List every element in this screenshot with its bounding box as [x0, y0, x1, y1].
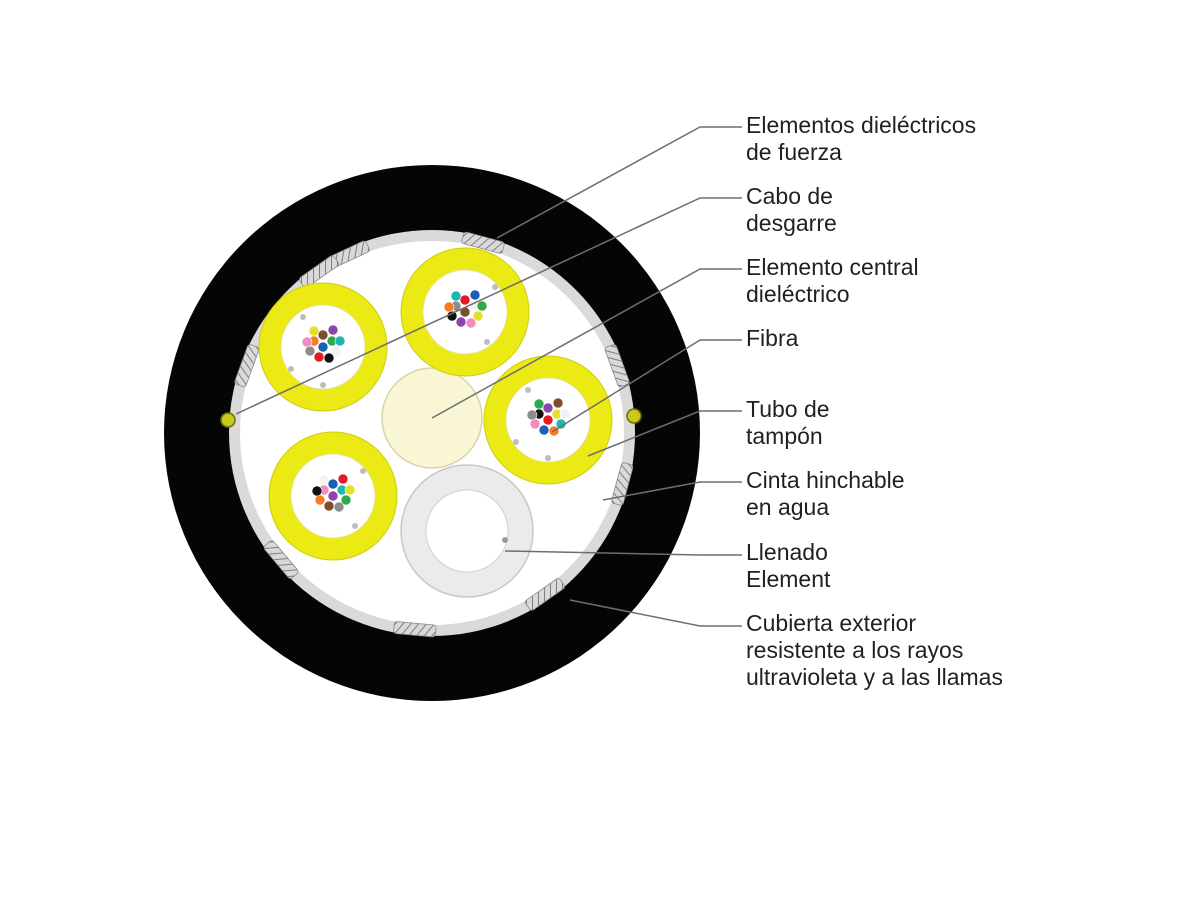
fiber — [334, 335, 346, 347]
strength-member-strand — [461, 231, 505, 254]
fiber — [459, 294, 471, 306]
fiber — [301, 336, 313, 348]
fiber — [323, 500, 335, 512]
fiber — [313, 351, 325, 363]
fiber — [344, 484, 356, 496]
strength-member-strand — [263, 540, 299, 579]
fiber — [472, 310, 484, 322]
fiber — [476, 300, 488, 312]
fiber — [304, 345, 316, 357]
fiber — [559, 408, 571, 420]
label-fiber: Fibra — [746, 325, 799, 351]
filler-element — [400, 464, 534, 598]
buffer-tube — [268, 431, 398, 561]
fiber — [465, 317, 477, 329]
fiber — [318, 474, 330, 486]
fiber — [327, 490, 339, 502]
fiber — [330, 345, 342, 357]
fiber — [450, 290, 462, 302]
fiber — [443, 301, 455, 313]
leader-line — [431, 268, 742, 419]
fiber — [542, 402, 554, 414]
leader-line — [602, 481, 742, 501]
fiber — [327, 324, 339, 336]
buffer-tube — [258, 282, 388, 412]
fiber — [529, 418, 541, 430]
fiber — [308, 325, 320, 337]
leader-line — [551, 339, 742, 433]
buffer-tube — [483, 355, 613, 485]
fiber — [333, 501, 345, 513]
fiber — [317, 341, 329, 353]
fiber — [455, 316, 467, 328]
fiber — [526, 409, 538, 421]
fiber — [552, 397, 564, 409]
leader-line — [496, 126, 742, 239]
leader-line — [504, 550, 742, 556]
fiber — [311, 485, 323, 497]
strength-member-strand — [299, 255, 339, 288]
fiber — [542, 414, 554, 426]
strength-member-strand — [611, 462, 634, 506]
fiber — [340, 494, 352, 506]
strength-member-strand — [234, 344, 260, 387]
leader-line — [569, 599, 742, 627]
fiber — [327, 478, 339, 490]
fiber — [538, 424, 550, 436]
fiber — [317, 329, 329, 341]
dielectric-strength-members — [234, 231, 634, 638]
fiber — [533, 398, 545, 410]
leader-lines — [235, 126, 742, 627]
fiber — [323, 352, 335, 364]
ripcord-left — [220, 412, 236, 428]
leader-line — [587, 410, 742, 457]
ripcord-right — [626, 408, 642, 424]
fiber — [314, 494, 326, 506]
fiber — [337, 473, 349, 485]
buffer-tube — [400, 247, 530, 377]
strength-member-strand — [604, 344, 630, 387]
leader-line — [235, 197, 742, 415]
fiber — [469, 289, 481, 301]
strength-member-strand — [525, 578, 565, 611]
strength-member-strand — [393, 621, 437, 638]
